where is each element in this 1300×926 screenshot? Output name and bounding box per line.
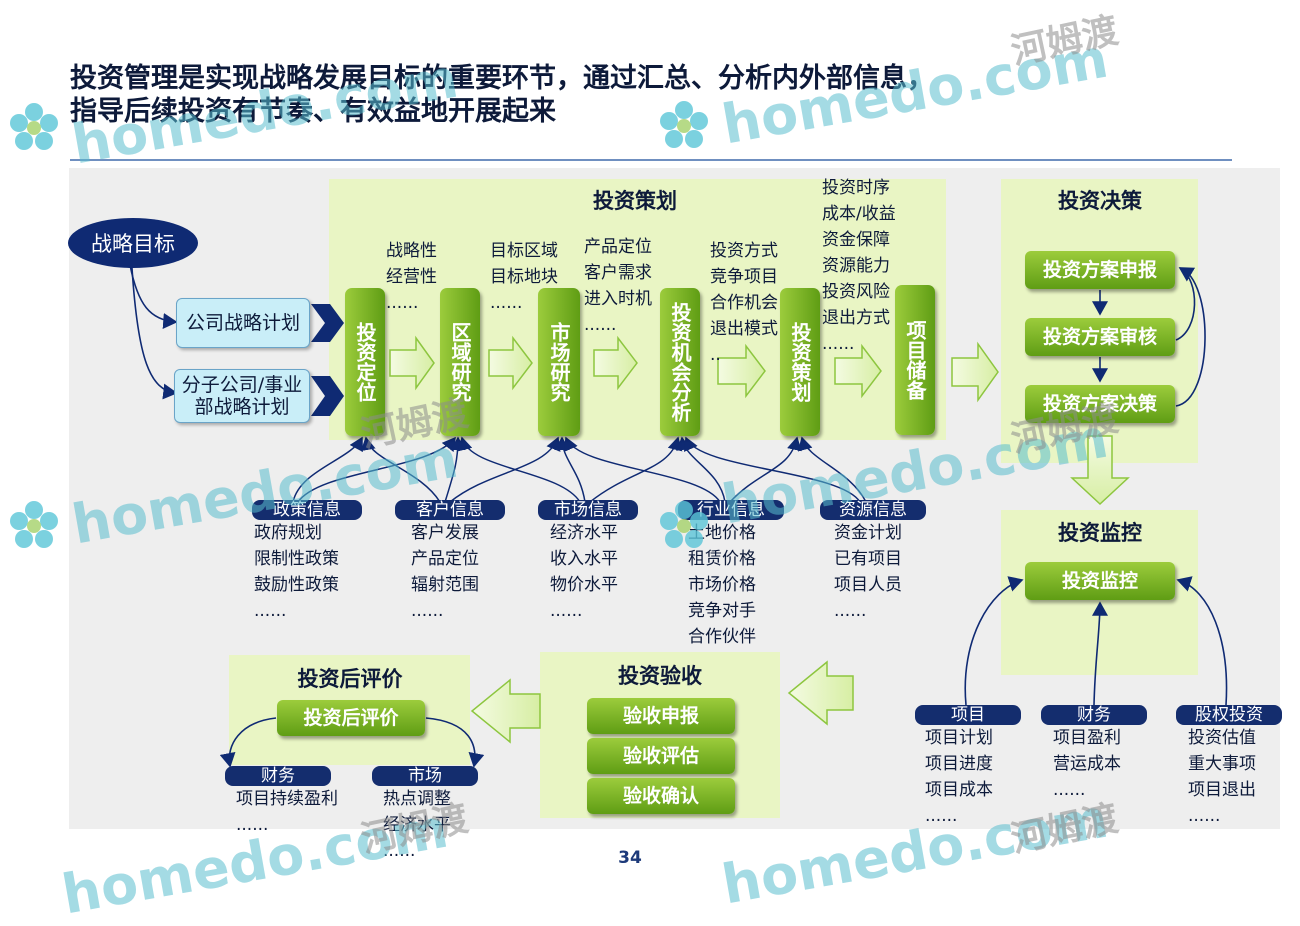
step-opportunity-analysis[interactable]: 投资机会分析 — [660, 288, 700, 436]
stage-arrows — [470, 341, 999, 744]
acceptance-step-evaluate[interactable]: 验收评估 — [587, 738, 735, 774]
planning-flow-arrows — [389, 335, 882, 399]
info-source-label: 市场信息 — [538, 500, 638, 520]
step-investment-planning[interactable]: 投资策划 — [780, 288, 820, 436]
acceptance-title: 投资验收 — [618, 664, 702, 688]
connector-layer — [129, 264, 1228, 768]
info-source-label: 政策信息 — [252, 500, 362, 520]
notes-region: 目标区域 目标地块 ...... — [490, 241, 558, 313]
post-eval-source-label: 市场 — [372, 766, 478, 786]
subsidiary-plan-line-2: 部战略计划 — [194, 396, 290, 418]
decision-step-submit[interactable]: 投资方案申报 — [1025, 251, 1175, 289]
title-divider — [70, 159, 1232, 161]
info-source-resources: 资源信息 资金计划 已有项目 项目人员 ...... — [820, 500, 926, 624]
info-source-customer: 客户信息 客户发展 产品定位 辐射范围 ...... — [395, 500, 505, 624]
monitor-source-label: 财务 — [1041, 705, 1147, 725]
info-source-label: 客户信息 — [395, 500, 505, 520]
subsidiary-strategy-plan-box: 分子公司/事业 部战略计划 — [174, 369, 310, 423]
step-market-research[interactable]: 市场研究 — [538, 288, 580, 436]
company-plan-chevron — [311, 304, 344, 342]
monitor-source-label: 项目 — [915, 705, 1021, 725]
notes-plan: 投资时序 成本/收益 资金保障 资源能力 投资风险 退出方式 ...... — [822, 178, 896, 354]
subsidiary-plan-line-1: 分子公司/事业 — [181, 374, 303, 396]
monitor-source-project: 项目 项目计划 项目进度 项目成本 ...... — [915, 705, 1021, 829]
step-project-reserve[interactable]: 项目储备 — [895, 285, 935, 435]
notes-market: 产品定位 客户需求 进入时机 ...... — [584, 237, 652, 335]
monitor-source-label: 股权投资 — [1176, 705, 1282, 725]
strategy-goal-oval: 战略目标 — [68, 218, 198, 268]
notes-positioning: 战略性 经营性 ...... — [386, 241, 437, 313]
step-regional-research[interactable]: 区域研究 — [440, 288, 480, 436]
acceptance-step-apply[interactable]: 验收申报 — [587, 698, 735, 734]
acceptance-step-confirm[interactable]: 验收确认 — [587, 778, 735, 814]
monitor-connectors — [964, 576, 1228, 706]
post-eval-title: 投资后评价 — [297, 667, 403, 691]
post-eval-source-finance: 财务 项目持续盈利 ...... — [225, 766, 338, 838]
monitor-title: 投资监控 — [1058, 521, 1142, 545]
post-eval-connectors — [219, 717, 485, 768]
page-title: 投资管理是实现战略发展目标的重要环节，通过汇总、分析内外部信息， 指导后续投资有… — [70, 62, 1070, 128]
info-source-market: 市场信息 经济水平 收入水平 物价水平 ...... — [538, 500, 638, 624]
info-source-policy: 政策信息 政府规划 限制性政策 鼓励性政策 ...... — [252, 500, 362, 624]
info-connectors — [292, 436, 867, 503]
monitor-button[interactable]: 投资监控 — [1025, 562, 1175, 600]
notes-opportunity: 投资方式 竞争项目 合作机会 退出模式 .. — [710, 241, 778, 365]
decision-title: 投资决策 — [1058, 189, 1142, 213]
info-source-label: 资源信息 — [820, 500, 926, 520]
company-strategy-plan-box: 公司战略计划 — [176, 298, 310, 348]
planning-panel — [329, 179, 946, 440]
goal-connectors — [129, 264, 178, 400]
monitor-source-finance: 财务 项目盈利 营运成本 ...... — [1041, 705, 1147, 803]
title-line-2: 指导后续投资有节奏、有效益地开展起来 — [70, 96, 556, 127]
monitor-source-equity: 股权投资 投资估值 重大事项 项目退出 ...... — [1176, 705, 1282, 829]
step-investment-positioning[interactable]: 投资定位 — [345, 288, 385, 436]
planning-title: 投资策划 — [593, 189, 677, 213]
sub-plan-chevron — [311, 376, 344, 416]
title-line-1: 投资管理是实现战略发展目标的重要环节，通过汇总、分析内外部信息， — [70, 63, 934, 94]
decision-step-decide[interactable]: 投资方案决策 — [1025, 385, 1175, 423]
post-eval-source-label: 财务 — [225, 766, 331, 786]
post-eval-button[interactable]: 投资后评价 — [277, 700, 425, 736]
decision-to-monitor-arrow — [1070, 435, 1130, 506]
decision-connectors — [1092, 267, 1206, 407]
post-eval-source-market: 市场 热点调整 经济水平 ...... — [372, 766, 478, 864]
decision-step-review[interactable]: 投资方案审核 — [1025, 318, 1175, 356]
page-number: 34 — [618, 848, 642, 868]
